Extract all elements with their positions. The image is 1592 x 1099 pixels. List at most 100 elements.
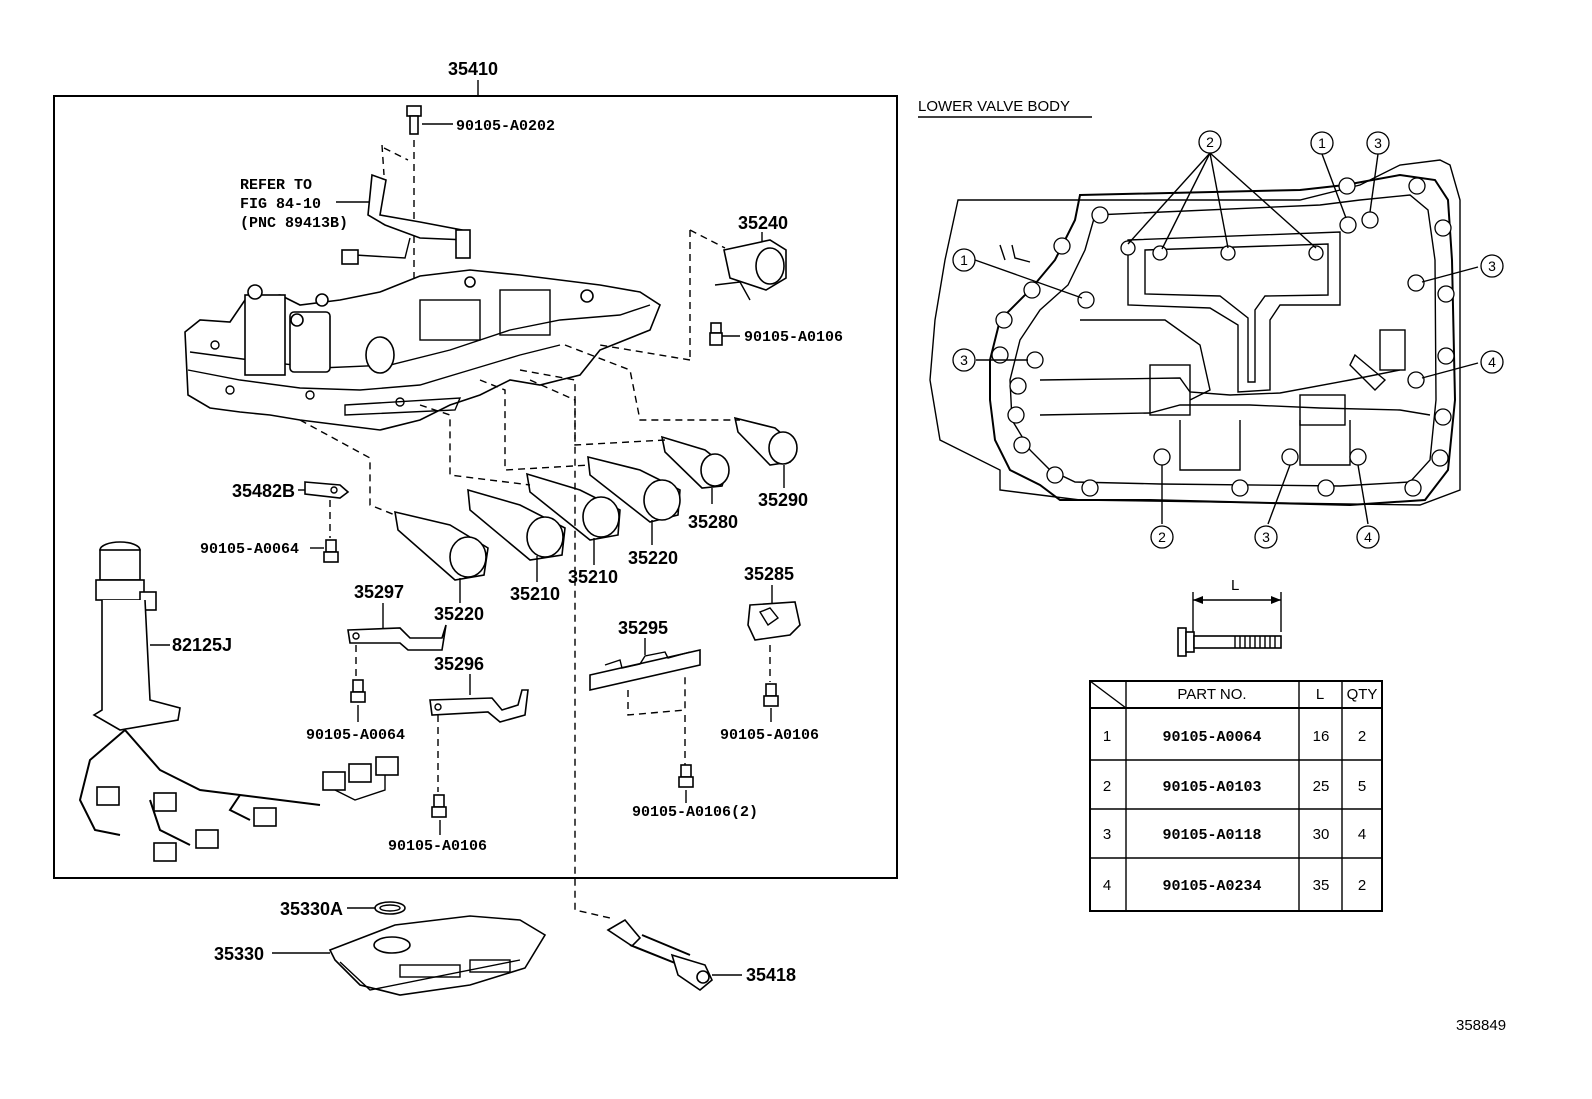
table-row-qty: 2 xyxy=(1358,728,1366,745)
table-row-part: 90105-A0064 xyxy=(1162,729,1261,746)
label-35220a: 35220 xyxy=(434,604,484,624)
o-ring-icon xyxy=(374,901,406,915)
table-row-part: 90105-A0103 xyxy=(1162,779,1261,796)
callout-3-top: 3 xyxy=(1366,131,1390,155)
callout-2-bottom: 2 xyxy=(1150,525,1174,549)
callout-1-left: 1 xyxy=(952,248,976,272)
label-bolt-35297: 90105-A0064 xyxy=(306,727,405,744)
table-row-idx: 1 xyxy=(1103,728,1111,745)
label-35330a: 35330A xyxy=(280,899,343,919)
svg-text:4: 4 xyxy=(1364,529,1372,545)
bolt-icon xyxy=(323,539,339,563)
bolt-icon xyxy=(431,794,447,818)
svg-text:3: 3 xyxy=(1488,258,1496,274)
assembly-frame xyxy=(53,95,898,879)
callout-4-bottom: 4 xyxy=(1356,525,1380,549)
table-row-part: 90105-A0234 xyxy=(1162,878,1261,895)
table-row-idx: 4 xyxy=(1103,877,1111,894)
table-row-qty: 5 xyxy=(1358,778,1366,795)
wire-harness-icon xyxy=(78,541,399,862)
label-35285: 35285 xyxy=(744,564,794,584)
oil-strainer-icon xyxy=(328,915,547,996)
svg-text:1: 1 xyxy=(1318,135,1326,151)
callout-3-bottom: 3 xyxy=(1254,525,1278,549)
bracket-icon xyxy=(429,689,529,723)
refer-line-1: REFER TO xyxy=(240,177,312,194)
table-row-qty: 4 xyxy=(1358,826,1366,843)
table-header-part-no: PART NO. xyxy=(1177,686,1246,703)
label-35220b: 35220 xyxy=(628,548,678,568)
pipe-icon xyxy=(606,918,713,992)
callout-4-right: 4 xyxy=(1480,350,1504,374)
label-bolt-35295: 90105-A0106(2) xyxy=(632,804,758,821)
refer-line-3: (PNC 89413B) xyxy=(240,215,348,232)
label-35290: 35290 xyxy=(758,490,808,510)
table-row-l: 25 xyxy=(1313,778,1330,795)
table-row-l: 16 xyxy=(1313,728,1330,745)
label-35296: 35296 xyxy=(434,654,484,674)
solenoid-35210b-icon xyxy=(419,404,621,541)
callout-leaders xyxy=(974,152,1479,525)
label-35482b: 35482B xyxy=(232,481,295,501)
callout-2-top: 2 xyxy=(1198,130,1222,154)
table-row-idx: 2 xyxy=(1103,778,1111,795)
solenoid-35210a-icon xyxy=(467,488,566,561)
callout-3-right: 3 xyxy=(1480,254,1504,278)
plate-icon xyxy=(589,648,701,692)
label-35280: 35280 xyxy=(688,512,738,532)
lower-valve-body-title: LOWER VALVE BODY xyxy=(918,98,1070,115)
wire-bracket-icon xyxy=(336,144,471,265)
svg-text:1: 1 xyxy=(960,252,968,268)
solenoid-icon xyxy=(714,239,787,301)
dimension-label-l: L xyxy=(1231,577,1239,594)
svg-text:2: 2 xyxy=(1206,134,1214,150)
label-main-assembly: 35410 xyxy=(448,59,498,79)
svg-text:3: 3 xyxy=(1374,135,1382,151)
bolt-icon xyxy=(350,679,366,703)
svg-text:3: 3 xyxy=(960,352,968,368)
bracket-icon xyxy=(347,624,447,651)
table-header-l: L xyxy=(1316,686,1324,703)
table-row-qty: 2 xyxy=(1358,877,1366,894)
bolt-icon xyxy=(709,322,723,346)
table-row-idx: 3 xyxy=(1103,826,1111,843)
table-row-l: 35 xyxy=(1313,877,1330,894)
label-bolt-35482b: 90105-A0064 xyxy=(200,541,299,558)
label-82125j: 82125J xyxy=(172,635,232,655)
label-35418: 35418 xyxy=(746,965,796,985)
bolt-positions xyxy=(1026,211,1425,466)
label-bolt-35296: 90105-A0106 xyxy=(388,838,487,855)
svg-text:4: 4 xyxy=(1488,354,1496,370)
solenoid-35220a-icon xyxy=(299,419,489,581)
label-bolt-35240: 90105-A0106 xyxy=(744,329,843,346)
table-row-part: 90105-A0118 xyxy=(1162,827,1261,844)
label-35330: 35330 xyxy=(214,944,264,964)
label-35210b: 35210 xyxy=(568,567,618,587)
valve-body-icon xyxy=(184,269,661,431)
gasket-icon xyxy=(304,481,350,499)
lower-valve-body-icon xyxy=(929,159,1461,507)
solenoid-35290-icon xyxy=(564,344,798,466)
callout-1-top: 1 xyxy=(1310,131,1334,155)
callout-3-left: 3 xyxy=(952,348,976,372)
figure-id: 358849 xyxy=(1456,1017,1506,1034)
solenoid-35220b-icon xyxy=(479,379,681,523)
bolt-table xyxy=(1089,680,1383,912)
bolt-icon xyxy=(763,683,779,707)
svg-text:3: 3 xyxy=(1262,529,1270,545)
table-row-l: 30 xyxy=(1313,826,1330,843)
bolt-holes xyxy=(991,177,1455,497)
label-bolt-top: 90105-A0202 xyxy=(456,118,555,135)
table-header-qty: QTY xyxy=(1347,686,1378,703)
refer-line-2: FIG 84-10 xyxy=(240,196,321,213)
bolt-icon xyxy=(678,764,694,788)
label-35295: 35295 xyxy=(618,618,668,638)
bolt-icon xyxy=(406,105,422,300)
clip-icon xyxy=(747,601,801,641)
bolt-length-figure xyxy=(1177,592,1282,657)
label-35297: 35297 xyxy=(354,582,404,602)
label-35210a: 35210 xyxy=(510,584,560,604)
label-bolt-35285: 90105-A0106 xyxy=(720,727,819,744)
label-35240: 35240 xyxy=(738,213,788,233)
